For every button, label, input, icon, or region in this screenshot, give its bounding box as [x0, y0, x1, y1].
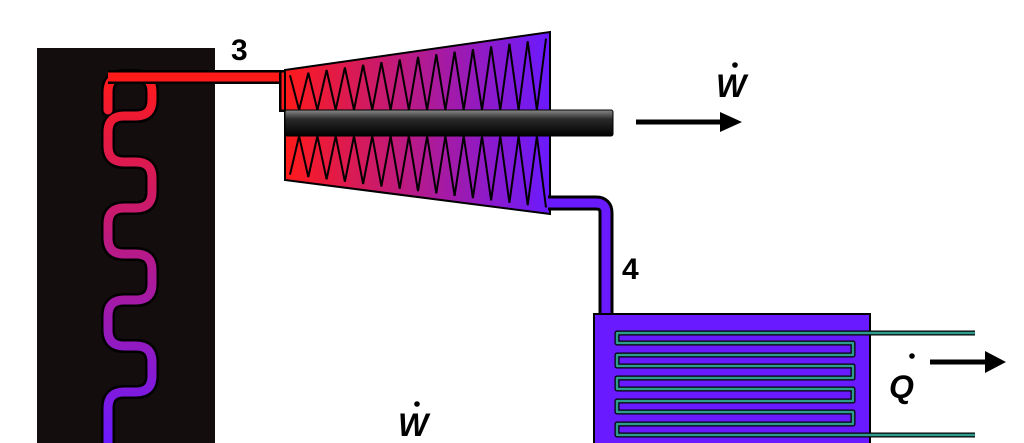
- label-state-4: 4: [622, 253, 639, 286]
- boiler-pipe: [101, 69, 159, 443]
- upper-blade-row: [289, 38, 547, 111]
- label-pump-work: W: [398, 401, 431, 443]
- exhaust-line-4: [548, 195, 614, 318]
- pump-work-dot: [414, 401, 420, 407]
- label-heat-out: Q: [889, 353, 915, 405]
- heat-out-arrow: [930, 351, 1006, 373]
- turbine-work-dot: [732, 62, 738, 68]
- turbine-blades: [289, 38, 547, 208]
- turbine-work-symbol: W: [716, 68, 749, 104]
- lower-blade-row: [289, 135, 547, 208]
- turbine-work-arrow: [636, 112, 742, 132]
- boiler-block: [37, 48, 215, 443]
- label-state-3: 3: [231, 34, 248, 67]
- pump-work-symbol: W: [398, 407, 431, 443]
- turbine-shaft: [284, 109, 614, 137]
- heat-out-dot: [909, 353, 915, 359]
- condenser-coil: [614, 330, 975, 438]
- label-turbine-work: W: [716, 62, 749, 104]
- heat-out-symbol: Q: [889, 369, 914, 405]
